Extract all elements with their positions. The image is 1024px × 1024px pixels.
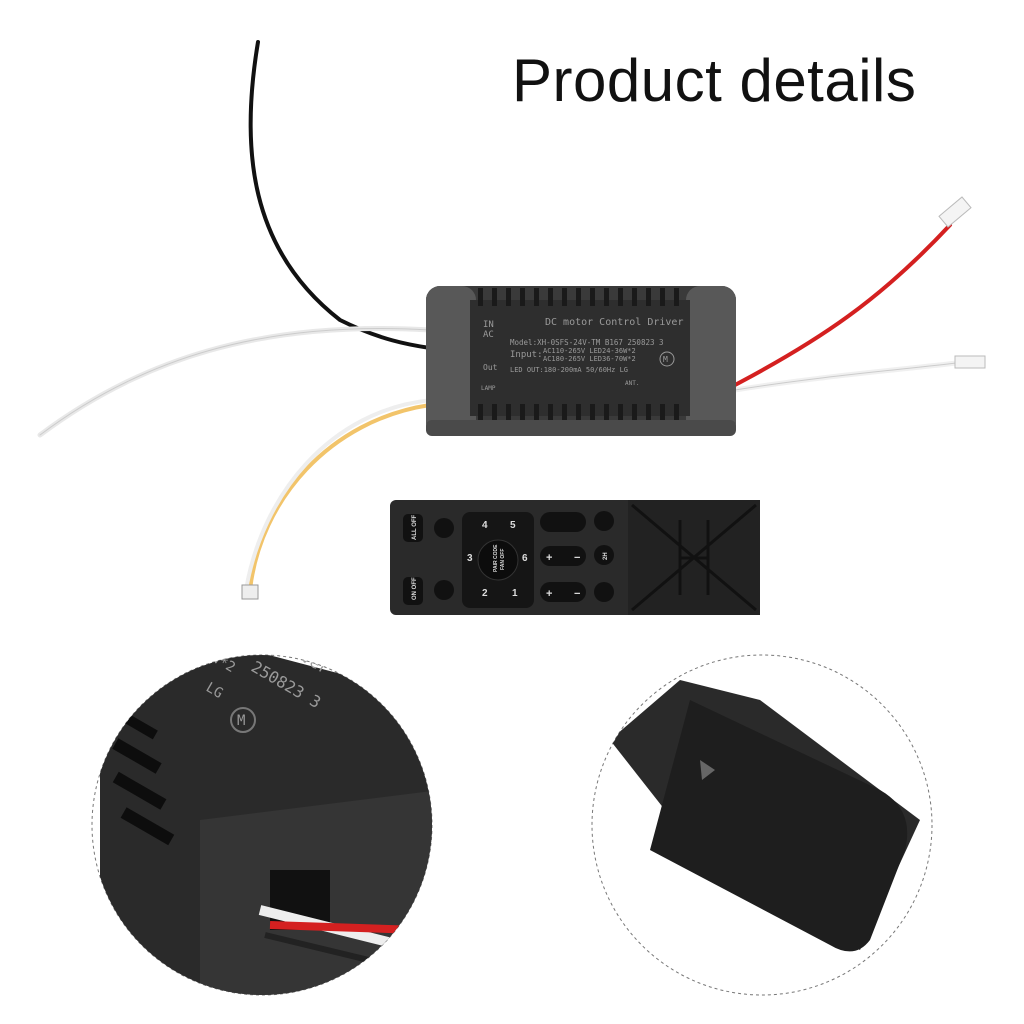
timer-2h-label: 2H bbox=[603, 552, 609, 560]
all-off-button[interactable] bbox=[403, 514, 423, 542]
pair-code-button[interactable] bbox=[477, 539, 519, 581]
remote-control: ALL OFF ON OFF PAIR CODE FAN OFF 1 2 3 4… bbox=[390, 500, 760, 615]
speed-2-button[interactable]: 2 bbox=[482, 588, 488, 599]
fan-icon-button[interactable] bbox=[434, 518, 454, 538]
speed-6-button[interactable]: 6 bbox=[522, 553, 528, 564]
vent-slots bbox=[478, 288, 679, 422]
control-driver-box: IN AC DC motor Control Driver Model:XH-0… bbox=[426, 286, 736, 436]
speed-5-button[interactable]: 5 bbox=[510, 520, 516, 531]
color-minus[interactable]: − bbox=[574, 552, 580, 564]
brightness-plus[interactable]: + bbox=[546, 588, 552, 600]
label-led-out: LED OUT:180-200mA 50/60Hz LG bbox=[510, 366, 628, 374]
wires bbox=[37, 40, 986, 600]
fan-reverse-button[interactable] bbox=[434, 580, 454, 600]
speed-3-button[interactable]: 3 bbox=[467, 553, 473, 564]
light-on-off-button[interactable] bbox=[403, 577, 423, 605]
label-input-1: AC110-265V LED24-36W*2 bbox=[543, 347, 636, 355]
pair-code-label: PAIR CODE bbox=[493, 544, 499, 572]
label-ac: AC bbox=[483, 330, 494, 340]
timer-2h-button[interactable] bbox=[594, 545, 614, 565]
label-in: IN bbox=[483, 320, 494, 330]
label-model: Model:XH-0SFS-24V-TM B167 250823 3 bbox=[510, 338, 664, 347]
closeup-label-lg: LG bbox=[203, 680, 226, 702]
flower-mode-button[interactable] bbox=[594, 511, 614, 531]
label-mark: M bbox=[663, 355, 668, 364]
closeup-remote bbox=[591, 654, 933, 996]
arrow-icon bbox=[700, 760, 715, 780]
m-mark-icon bbox=[659, 351, 675, 367]
all-off-label: ALL OFF bbox=[412, 514, 418, 540]
label-ant: ANT. bbox=[625, 380, 639, 387]
closeup-driver: 250823 3 LG M W*2 ver bbox=[91, 654, 433, 996]
brightness-minus[interactable]: − bbox=[574, 588, 580, 600]
brightness-button[interactable] bbox=[540, 582, 586, 602]
label-input-2: AC180-265V LED36-70W*2 bbox=[543, 355, 636, 363]
natural-wind-button[interactable] bbox=[594, 582, 614, 602]
speed-1-button[interactable]: 1 bbox=[512, 588, 518, 599]
label-title: DC motor Control Driver bbox=[545, 317, 683, 328]
fan-off-label: FAN OFF bbox=[500, 549, 506, 570]
color-temp-button[interactable] bbox=[540, 546, 586, 566]
color-plus[interactable]: + bbox=[546, 552, 552, 564]
label-input-prefix: Input: bbox=[510, 350, 543, 360]
closeup-label-m: M bbox=[237, 713, 245, 729]
page-title: Product details bbox=[512, 47, 917, 114]
mode-moon-button[interactable] bbox=[540, 512, 586, 532]
label-out: Out bbox=[483, 363, 498, 372]
on-off-label: ON OFF bbox=[412, 577, 418, 600]
label-lamp: LAMP bbox=[481, 385, 496, 392]
speed-4-button[interactable]: 4 bbox=[482, 520, 488, 531]
